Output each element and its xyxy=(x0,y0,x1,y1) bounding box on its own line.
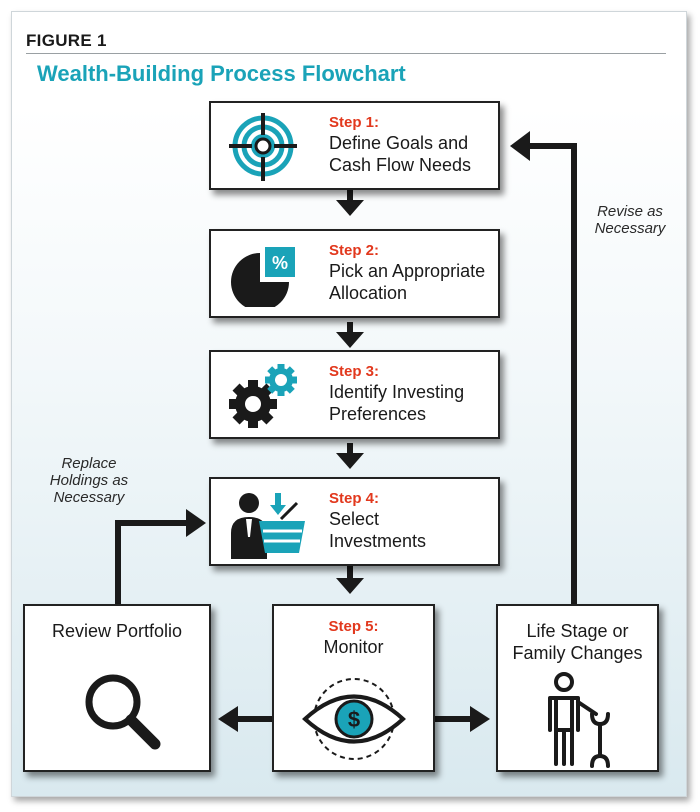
life-stage-title-line2: Family Changes xyxy=(512,643,643,663)
review-portfolio-box: Review Portfolio xyxy=(23,604,211,772)
figure-label: FIGURE 1 xyxy=(26,31,107,50)
step-4-box: Step 4: Select Investments xyxy=(209,477,500,566)
arrow-step1-to-step2 xyxy=(336,190,364,216)
step-1-label-line1: Define Goals and xyxy=(329,133,469,153)
step-2-label-line2: Allocation xyxy=(329,283,408,303)
figure-title: Wealth-Building Process Flowchart xyxy=(37,61,406,86)
step-3-label-line1: Identify Investing xyxy=(329,382,465,402)
step-5-number: Step 5: xyxy=(328,618,379,635)
life-stage-box: Life Stage or Family Changes xyxy=(496,604,659,772)
life-stage-title-line1: Life Stage or xyxy=(526,621,629,641)
review-portfolio-title: Review Portfolio xyxy=(51,621,183,641)
percent-glyph: % xyxy=(272,253,288,273)
arrow-life-to-step1 xyxy=(510,131,577,605)
step-1-box: Step 1: Define Goals and Cash Flow Needs xyxy=(209,101,500,190)
step-2-box: % Step 2: Pick an Appropriate Allocation xyxy=(209,229,500,318)
arrow-step3-to-step4 xyxy=(336,443,364,469)
step-4-label-line2: Investments xyxy=(329,531,427,551)
eye-dollar-icon: $ xyxy=(299,674,409,769)
replace-note: Replace Holdings as Necessary xyxy=(33,455,145,506)
revise-note-line2: Necessary xyxy=(594,220,666,237)
arrow-review-to-step4 xyxy=(115,509,206,605)
person-wrench-icon xyxy=(540,672,620,773)
dollar-glyph: $ xyxy=(348,707,360,732)
replace-note-line1: Replace xyxy=(61,455,117,472)
step-2-label-line1: Pick an Appropriate xyxy=(329,261,486,281)
step-4-number: Step 4: xyxy=(329,490,380,507)
arrow-monitor-to-review xyxy=(218,706,274,732)
step-2-number: Step 2: xyxy=(329,242,380,259)
replace-note-line3: Necessary xyxy=(53,489,125,506)
revise-note: Revise as Necessary xyxy=(577,203,683,237)
pie-chart-icon: % xyxy=(227,241,297,311)
step-1-number: Step 1: xyxy=(329,114,380,131)
arrow-monitor-to-life xyxy=(434,706,490,732)
magnifier-icon xyxy=(77,666,167,761)
step-5-label: Monitor xyxy=(323,637,384,657)
shopper-basket-icon xyxy=(227,489,305,559)
step-3-number: Step 3: xyxy=(329,363,380,380)
arrow-step2-to-step3 xyxy=(336,322,364,348)
target-icon xyxy=(227,113,297,181)
step-3-label-line2: Preferences xyxy=(329,404,427,424)
step-5-box: Step 5: Monitor $ xyxy=(272,604,435,772)
gears-icon xyxy=(227,362,297,428)
arrow-step4-to-step5 xyxy=(336,565,364,594)
step-1-label-line2: Cash Flow Needs xyxy=(329,155,472,175)
step-4-label-line1: Select xyxy=(329,509,380,529)
step-3-box: Step 3: Identify Investing Preferences xyxy=(209,350,500,439)
revise-note-line1: Revise as xyxy=(597,203,663,220)
replace-note-line2: Holdings as xyxy=(49,472,129,489)
figure-divider xyxy=(26,53,666,54)
